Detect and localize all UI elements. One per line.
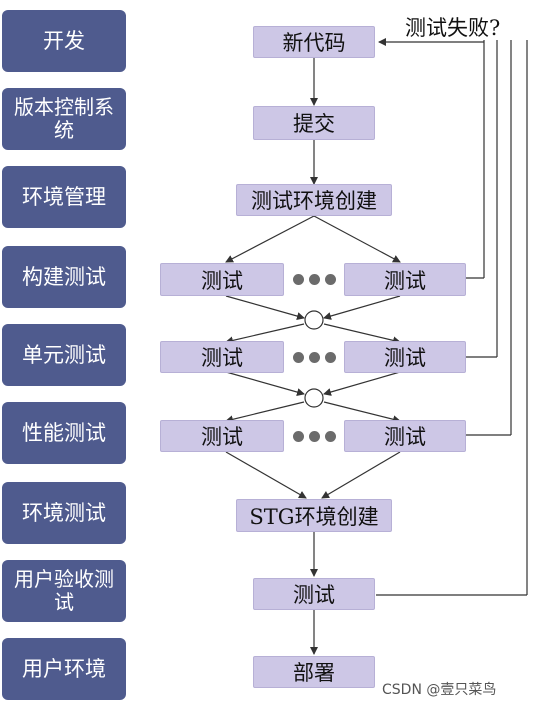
node-new-code: 新代码 <box>253 26 375 58</box>
node-stg-env-create: STG环境创建 <box>236 499 392 532</box>
arrow-perf-left-stg <box>225 451 307 499</box>
arrow-unit-right-join <box>323 371 401 396</box>
stage-build-test: 构建测试 <box>2 246 126 308</box>
node-commit: 提交 <box>253 106 375 140</box>
arrow-join2-perf-right <box>323 401 401 424</box>
node-uat-test: 测试 <box>253 578 375 610</box>
arrow-join2-perf-left <box>225 401 305 424</box>
node-unit-test-right: 测试 <box>344 341 466 373</box>
node-build-test-left: 测试 <box>160 263 284 296</box>
arrow-build-left-join <box>225 295 305 320</box>
arrow-testenv-build-left <box>225 215 315 263</box>
node-unit-test-left: 测试 <box>160 341 284 373</box>
stage-user-env: 用户环境 <box>2 638 126 700</box>
stage-env-management: 环境管理 <box>2 166 126 228</box>
stage-unit-test: 单元测试 <box>2 324 126 386</box>
join-circle-1 <box>304 310 324 330</box>
join-circle-2 <box>304 388 324 408</box>
arrow-join1-unit-right <box>323 323 401 345</box>
node-test-env-create: 测试环境创建 <box>236 184 392 216</box>
ellipsis-build <box>293 274 336 285</box>
stage-env-test: 环境测试 <box>2 482 126 544</box>
ellipsis-unit <box>293 352 336 363</box>
node-perf-test-left: 测试 <box>160 420 284 452</box>
stage-version-control: 版本控制系统 <box>2 88 126 150</box>
arrow-unit-left-join <box>225 371 305 396</box>
node-perf-test-right: 测试 <box>344 420 466 452</box>
node-deploy: 部署 <box>253 656 375 688</box>
ellipsis-perf <box>293 431 336 442</box>
arrow-join1-unit-left <box>225 323 305 345</box>
stage-performance-test: 性能测试 <box>2 402 126 464</box>
node-build-test-right: 测试 <box>344 263 466 296</box>
arrow-perf-right-stg <box>321 451 401 499</box>
stage-dev: 开发 <box>2 10 126 72</box>
stage-user-acceptance-test: 用户验收测试 <box>2 560 126 622</box>
arrow-build-right-join <box>323 295 401 320</box>
watermark: CSDN @壹只菜鸟 <box>382 682 497 698</box>
test-failed-label: 测试失败? <box>405 16 501 40</box>
arrow-testenv-build-right <box>313 215 401 263</box>
